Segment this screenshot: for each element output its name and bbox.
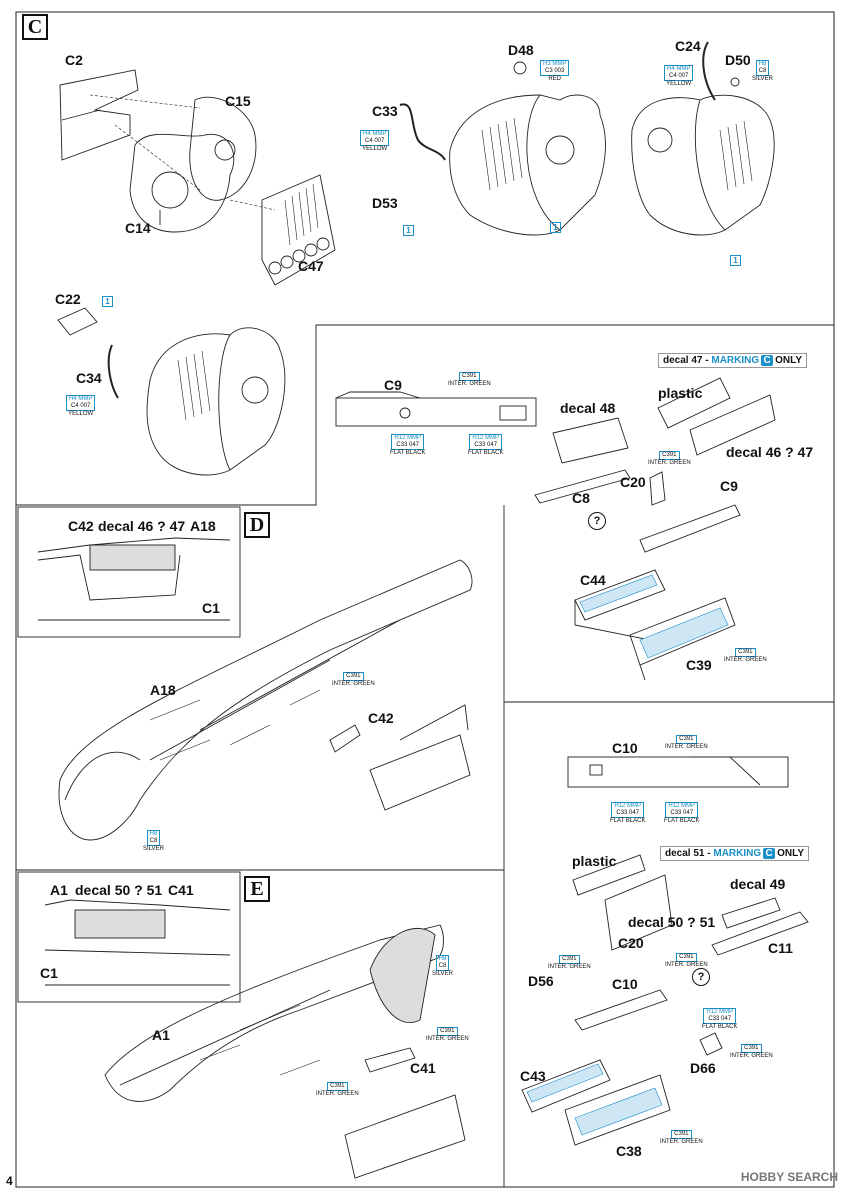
part-label-c10-b: C10 xyxy=(612,976,638,992)
part-label-c9-b: C9 xyxy=(720,478,738,494)
part-label-c34: C34 xyxy=(76,370,102,386)
part-label-c10: C10 xyxy=(612,740,638,756)
part-label-d50: D50 xyxy=(725,52,751,68)
part-label-c14: C14 xyxy=(125,220,151,236)
e-inset-label-c1: C1 xyxy=(40,965,58,981)
label-decal-49: decal 49 xyxy=(730,876,786,892)
e-inset-label-decal: decal 50 ? 51 xyxy=(75,882,163,898)
d-inset-label-c42: C42 xyxy=(68,518,94,534)
d-inset-label-decal: decal 46 ? 47 xyxy=(98,518,186,534)
part-label-a1: A1 xyxy=(152,1027,170,1043)
part-label-c22: C22 xyxy=(55,291,81,307)
part-label-c15: C15 xyxy=(225,93,251,109)
part-label-c20-b: C20 xyxy=(618,935,644,951)
part-label-c20-a: C20 xyxy=(620,474,646,490)
part-label-c8: C8 xyxy=(572,490,590,506)
d-inset-label-a18: A18 xyxy=(190,518,216,534)
watermark: HOBBY SEARCH xyxy=(740,1170,838,1184)
part-label-c39: C39 xyxy=(686,657,712,673)
d-inset-label-c1: C1 xyxy=(202,600,220,616)
part-label-c38: C38 xyxy=(616,1143,642,1159)
label-plastic-2: plastic xyxy=(572,853,617,869)
part-label-a18: A18 xyxy=(150,682,176,698)
part-label-d66: D66 xyxy=(690,1060,716,1076)
part-label-c42: C42 xyxy=(368,710,394,726)
part-label-d48: D48 xyxy=(508,42,534,58)
part-label-c47: C47 xyxy=(298,258,324,274)
section-letter-d: D xyxy=(244,512,270,538)
label-decal-50-51: decal 50 ? 51 xyxy=(628,914,716,930)
callout-1-c22: 1 xyxy=(102,296,113,307)
part-label-c44: C44 xyxy=(580,572,606,588)
label-plastic-1: plastic xyxy=(658,385,703,401)
question-mark-icon: ? xyxy=(588,512,606,530)
callout-1-right: 1 xyxy=(730,255,741,266)
page-number: 4 xyxy=(6,1174,13,1188)
part-label-c43: C43 xyxy=(520,1068,546,1084)
callout-1-d53: 1 xyxy=(403,225,414,236)
part-label-c11: C11 xyxy=(768,940,793,956)
part-label-d53: D53 xyxy=(372,195,398,211)
part-label-c41: C41 xyxy=(410,1060,436,1076)
label-decal-48: decal 48 xyxy=(560,400,616,416)
part-label-c9: C9 xyxy=(384,377,402,393)
part-label-c2: C2 xyxy=(65,52,83,68)
e-inset-label-a1: A1 xyxy=(50,882,68,898)
part-label-c33: C33 xyxy=(372,103,398,119)
e-inset-label-c41: C41 xyxy=(168,882,194,898)
callout-1-center: 1 xyxy=(550,222,561,233)
section-letter-c: C xyxy=(22,14,48,40)
label-decal-46-47: decal 46 ? 47 xyxy=(726,444,814,460)
question-mark-icon-2: ? xyxy=(692,968,710,986)
part-label-d56: D56 xyxy=(528,973,554,989)
part-label-c24: C24 xyxy=(675,38,701,54)
section-letter-e: E xyxy=(244,876,270,902)
